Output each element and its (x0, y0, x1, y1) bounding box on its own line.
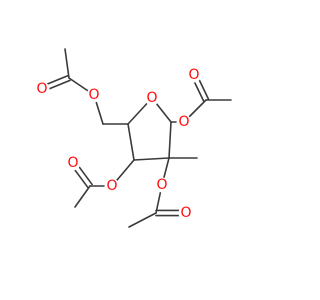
oxygen-atom-o-c2-carbonyl: O (178, 205, 194, 221)
bond-c5_carb-c5_me (64, 48, 70, 79)
oxygen-atom-o-c3-carbonyl: O (65, 155, 81, 171)
bond-c2_carb-c2_me2 (128, 212, 157, 228)
oxygen-atom-o-c5-carbonyl: O (34, 81, 50, 97)
bond-c3-c4 (127, 123, 135, 161)
atom-label: O (88, 87, 99, 103)
atom-background (154, 177, 170, 193)
bond-c1-c2 (168, 121, 172, 159)
atom-background (176, 114, 192, 130)
bond-c2-c3 (133, 157, 170, 161)
atom-background (144, 90, 160, 106)
atom-background (65, 155, 81, 171)
atom-label: O (180, 205, 191, 221)
atom-background (34, 81, 50, 97)
bond-layer (40, 48, 232, 228)
atom-background (104, 178, 120, 194)
oxygen-atom-o-c5: O (86, 87, 102, 103)
atom-label: O (178, 114, 189, 130)
atom-background (178, 205, 194, 221)
atom-label: O (146, 90, 157, 106)
bond-c3_carb-c3_me (74, 185, 91, 208)
atom-label: O (188, 67, 199, 83)
atom-background (186, 67, 202, 83)
atom-label: O (67, 155, 78, 171)
atom-label: O (36, 81, 47, 97)
atom-label: O (156, 177, 167, 193)
oxygen-atom-o-c3: O (104, 178, 120, 194)
oxygen-atom-o-ring: O (144, 90, 160, 106)
atom-label: O (106, 178, 117, 194)
oxygen-atom-o-c1-carbonyl: O (186, 67, 202, 83)
oxygen-atom-o-c1: O (176, 114, 192, 130)
atom-background (86, 87, 102, 103)
oxygen-atom-o-c2: O (154, 177, 170, 193)
